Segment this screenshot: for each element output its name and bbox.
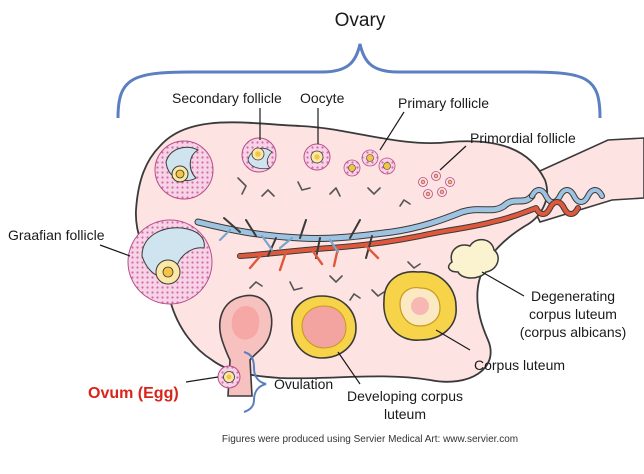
label-degenerating-3: (corpus albicans) bbox=[519, 324, 627, 340]
graafian-follicle bbox=[127, 219, 213, 305]
credit-line: Figures were produced using Servier Medi… bbox=[221, 434, 519, 445]
label-graafian-follicle: Graafian follicle bbox=[8, 227, 105, 243]
label-primordial-follicle: Primordial follicle bbox=[470, 130, 576, 146]
label-oocyte: Oocyte bbox=[300, 90, 345, 106]
primary-follicles bbox=[343, 149, 396, 177]
label-developing-2: luteum bbox=[383, 406, 427, 422]
ovum-egg bbox=[217, 365, 241, 389]
ovulation-bracket bbox=[243, 351, 267, 413]
ovary-bracket bbox=[116, 43, 602, 119]
leader-lines bbox=[99, 108, 525, 385]
title-ovary: Ovary bbox=[334, 10, 386, 31]
label-primary-follicle: Primary follicle bbox=[398, 95, 490, 111]
label-degenerating-1: Degenerating bbox=[530, 288, 616, 304]
label-ovum-egg: Ovum (Egg) bbox=[88, 385, 179, 402]
corpus-luteum bbox=[383, 271, 457, 341]
label-corpus-luteum: Corpus luteum bbox=[474, 357, 566, 373]
developing-corpus-luteum bbox=[291, 295, 357, 359]
label-ovulation: Ovulation bbox=[274, 376, 334, 392]
label-developing-1: Developing corpus bbox=[347, 388, 463, 404]
oocyte bbox=[303, 143, 331, 171]
label-secondary-follicle: Secondary follicle bbox=[172, 90, 282, 106]
primordial-follicles bbox=[418, 171, 455, 199]
secondary-follicle bbox=[241, 137, 277, 173]
graafian-follicle-upper bbox=[154, 140, 214, 200]
hilum-vessels bbox=[194, 187, 605, 272]
label-degenerating-2: corpus luteum bbox=[529, 306, 617, 322]
corpus-albicans bbox=[447, 238, 499, 279]
vessel-sprigs bbox=[237, 177, 421, 301]
